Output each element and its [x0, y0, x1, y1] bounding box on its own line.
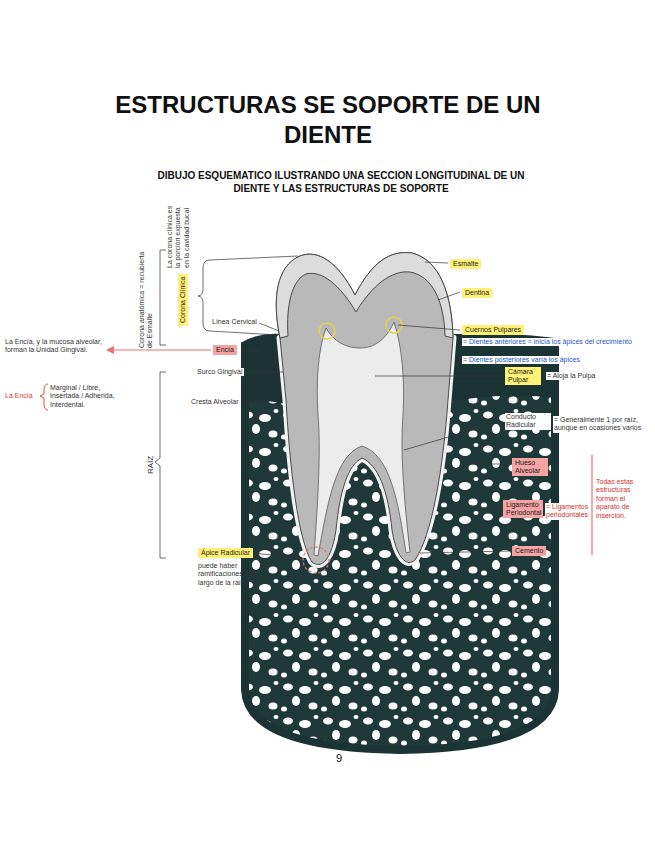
leader-line	[420, 551, 510, 553]
annotation: = Dientes anteriores = inicia los ápices…	[462, 338, 633, 346]
leader-line	[375, 376, 503, 377]
leader-line	[243, 400, 272, 402]
bracket	[155, 372, 166, 558]
annotation-line	[592, 455, 593, 555]
leader-line	[470, 464, 510, 465]
leader-line	[440, 508, 503, 509]
annotation: La Encía	[5, 392, 33, 400]
leader-line	[438, 292, 460, 300]
annotation: Línea Cervical	[212, 318, 257, 326]
label-text: Cemento	[515, 547, 543, 555]
annotation: Marginal / Libre, Insertada / Adherida, …	[50, 384, 120, 409]
annotation-brace	[40, 384, 48, 410]
annotation: puede haber ramificaciones a lo largo de…	[198, 562, 262, 587]
pulp	[314, 322, 410, 556]
leader-line	[404, 421, 503, 450]
label-text: Cámara Pulpar	[508, 368, 538, 384]
label-text: Ápice Radicular	[201, 549, 250, 557]
annotation: = Generalmente 1 por raíz, aunque en oca…	[553, 416, 651, 433]
label-box: Hueso Alveolar	[512, 458, 548, 476]
dentin	[276, 253, 453, 565]
label-text: Esmalte	[453, 260, 478, 268]
page-number: 9	[336, 752, 342, 765]
label-box: Cámara Pulpar	[505, 367, 541, 385]
label-box: Dentina	[462, 288, 492, 298]
arrowhead	[106, 346, 114, 354]
leader-line	[210, 331, 278, 335]
leader-lines	[210, 256, 510, 558]
annotation: La Encía, y la mucosa alveolar, forman l…	[5, 338, 105, 355]
label-text: Cuernos Pulpares	[465, 326, 521, 334]
annotation: Todas estas estructuras forman el aparat…	[596, 478, 650, 520]
label-box: Cemento	[512, 546, 546, 556]
annotation: = Aloja la Pulpa	[546, 372, 596, 380]
annotation: Conducto Radicular	[505, 413, 551, 430]
annotation: Cresta Alveolar	[190, 398, 239, 406]
annotation: Corona anatómica = recubierta de Esmalte	[138, 243, 155, 348]
leader-line	[398, 325, 460, 330]
label-text: Encía	[216, 346, 234, 354]
leader-line	[259, 323, 279, 331]
label-box: Esmalte	[450, 259, 481, 269]
page-title: ESTRUCTURAS SE SOPORTE DE UN DIENTE	[88, 90, 568, 150]
label-box: Corona Clínica	[178, 274, 188, 326]
label-box: Cuernos Pulpares	[462, 325, 524, 335]
bracket	[160, 250, 166, 345]
subtitle: DIBUJO ESQUEMATICO ILUSTRANDO UNA SECCIO…	[148, 170, 534, 195]
annotation-arrow	[112, 349, 211, 350]
annotation: RAÍZ	[146, 456, 156, 474]
leader-line	[425, 262, 448, 263]
annotation: = Dientes posteriores varía los ápices	[462, 356, 581, 364]
leader-line	[243, 350, 262, 352]
pulp-horn-mark	[319, 323, 335, 339]
label-box: Ligamento Periodontal	[503, 500, 543, 518]
annotation: Surco Gingival	[196, 368, 244, 376]
label-text: Corona Clínica	[179, 277, 187, 323]
annotation: La corona clínica es la porción expuesta…	[166, 202, 191, 268]
leader-line	[210, 256, 298, 260]
label-box: Ápice Radicular	[198, 548, 253, 558]
enamel	[276, 253, 453, 338]
label-text: Dentina	[465, 289, 489, 297]
label-text: Ligamento Periodontal	[506, 501, 540, 517]
label-text: Hueso Alveolar	[515, 459, 545, 475]
leader-line	[245, 372, 283, 373]
annotation: = Ligamentos periodontales	[545, 503, 590, 520]
label-box: Encía	[213, 345, 237, 355]
leader-line	[252, 553, 302, 558]
apex-mark	[303, 547, 329, 573]
brace	[198, 260, 210, 331]
